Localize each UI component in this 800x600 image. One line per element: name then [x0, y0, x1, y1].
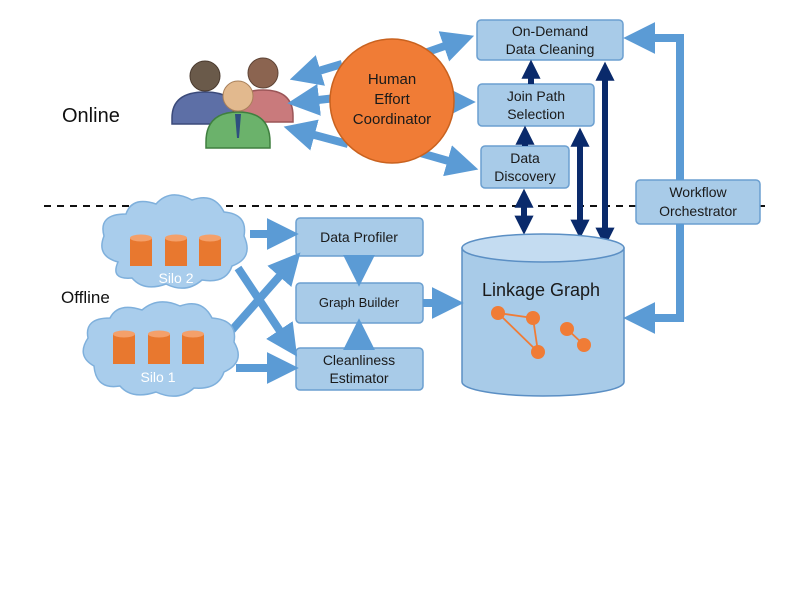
data-profiler-box: Data Profiler	[295, 217, 424, 257]
users-icon	[171, 57, 294, 149]
silo-2-database-icons	[130, 234, 221, 266]
joinpath-line1: Join Path	[507, 88, 565, 104]
online-section-label: Online	[62, 105, 120, 127]
human-effort-coordinator: Human Effort Coordinator	[329, 38, 455, 164]
builder-label: Graph Builder	[319, 295, 400, 310]
silo-1-database-icons	[113, 330, 204, 364]
linkage-graph-label: Linkage Graph	[482, 280, 600, 300]
orchestrator-line2: Orchestrator	[659, 203, 737, 219]
silo-1-label: Silo 1	[140, 369, 175, 385]
arrow-coordinator-to-users-3	[283, 119, 350, 151]
data-discovery-box: Data Discovery	[480, 145, 570, 189]
discovery-line1: Data	[510, 150, 540, 166]
on-demand-data-cleaning-box: On-Demand Data Cleaning	[476, 19, 624, 61]
estimator-line2: Estimator	[329, 370, 388, 386]
coordinator-line2: Effort	[374, 91, 410, 108]
silo-1-cloud: Silo 1	[82, 301, 239, 397]
arrow-silo2-to-estimator	[234, 265, 298, 357]
linkage-graph-store: Linkage Graph	[461, 233, 625, 397]
profiler-label: Data Profiler	[320, 229, 398, 245]
discovery-line2: Discovery	[494, 168, 555, 184]
coordinator-line3: Coordinator	[353, 111, 431, 128]
silo-2-label: Silo 2	[158, 270, 193, 286]
graph-builder-box: Graph Builder	[295, 282, 424, 324]
arrow-orchestrator-to-cleaning	[623, 22, 684, 180]
coordinator-line1: Human	[368, 71, 416, 88]
join-path-selection-box: Join Path Selection	[477, 83, 595, 127]
estimator-line1: Cleanliness	[323, 352, 395, 368]
silo-2-cloud: Silo 2	[101, 194, 248, 289]
linkage-graph-network-icon	[491, 306, 591, 359]
arrow-coordinator-to-users-1	[289, 55, 344, 86]
joinpath-line2: Selection	[507, 106, 565, 122]
cleaning-line2: Data Cleaning	[506, 41, 595, 57]
orchestrator-line1: Workflow	[669, 184, 727, 200]
cleanliness-estimator-box: Cleanliness Estimator	[295, 347, 424, 391]
offline-section-label: Offline	[61, 288, 110, 307]
arrow-orchestrator-to-linkage	[623, 224, 684, 334]
workflow-orchestrator-box: Workflow Orchestrator	[635, 179, 761, 225]
cleaning-line1: On-Demand	[512, 23, 588, 39]
arrow-silo1-to-profiler	[229, 252, 301, 333]
